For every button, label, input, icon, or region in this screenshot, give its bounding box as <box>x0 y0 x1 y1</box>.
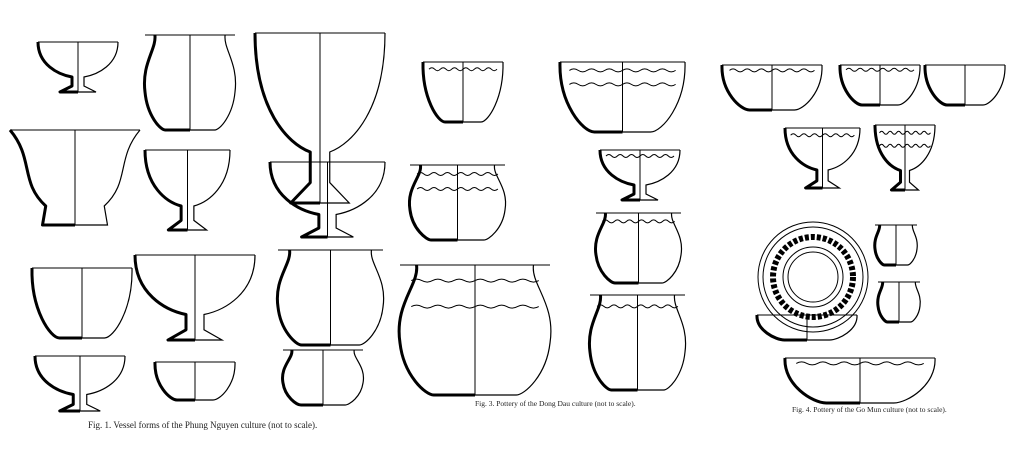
vessel-drawing <box>587 294 687 392</box>
vessel-drawing <box>8 129 141 227</box>
decorated-plate-drawing <box>757 221 869 333</box>
vessel-drawing <box>36 41 119 94</box>
vessel-drawing <box>838 64 921 107</box>
vessel-drawing <box>873 124 936 192</box>
fig3-vessel-drawings <box>397 61 687 397</box>
vessel-drawing <box>153 361 236 402</box>
vessel-drawing <box>33 355 126 413</box>
fig4-caption: Fig. 4. Pottery of the Go Mun culture (n… <box>792 405 947 414</box>
fig3-caption: Fig. 3. Pottery of the Dong Dau culture … <box>475 399 636 408</box>
vessel-drawing <box>783 357 936 405</box>
vessel-drawing <box>268 161 386 239</box>
vessel-drawing <box>397 264 552 397</box>
vessel-drawing <box>593 212 683 285</box>
vessel-drawing <box>598 149 681 202</box>
vessel-drawing <box>421 61 504 124</box>
vessel-drawing <box>253 32 386 205</box>
vessel-drawing <box>873 224 918 267</box>
vessel-drawing <box>143 149 231 232</box>
vessel-drawing <box>407 164 507 242</box>
vessel-drawing <box>558 61 686 134</box>
vessel-drawing <box>281 349 365 407</box>
vessel-drawing <box>720 64 823 112</box>
vessel-drawing <box>133 254 256 342</box>
vessel-drawing <box>923 64 1006 107</box>
fig1-caption: Fig. 1. Vessel forms of the Phung Nguyen… <box>88 420 318 430</box>
vessel-drawing <box>876 281 921 324</box>
vessel-drawing <box>30 267 133 340</box>
vessel-drawing <box>142 34 237 132</box>
fig4-vessel-drawings <box>720 64 1006 405</box>
vessel-drawing <box>275 249 385 347</box>
vessel-drawing <box>783 127 861 190</box>
fig1-vessel-drawings <box>8 32 386 413</box>
